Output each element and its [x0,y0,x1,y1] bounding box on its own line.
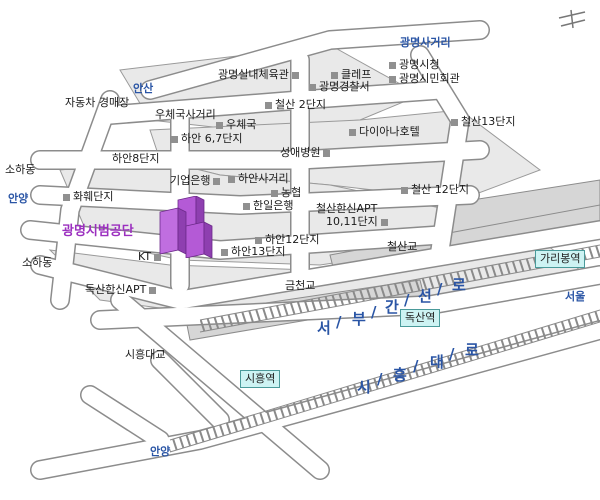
place-hwahoe: 화훼단지 [60,190,113,203]
siheung-road-char: 시 [357,378,371,396]
siheung-road-char: 대 [430,353,444,371]
seobu-road-char: / [437,280,443,298]
place-gwangmyeong-city-hall: 광명시청 [386,58,439,71]
place-post-office: 우체국 [213,118,256,131]
siheung-road-char: / [413,357,419,375]
place-hana-13: 하안13단지 [218,245,285,258]
siheung-road-char: / [377,370,383,388]
seobu-road-char: 서 [317,319,331,337]
station-siheung: 시흥역 [240,370,281,388]
direction-seoul: 서울 [565,290,586,303]
railways [169,244,600,453]
direction-ansan: 안산 [133,82,154,95]
direction-gwangmyeong-sageori: 광명사거리 [400,36,451,49]
place-clef: 클레프 [328,68,371,81]
station-garibong: 가리봉역 [535,250,586,268]
place-gwangmyeong-civic-hall: 광명시민회관 [386,72,460,85]
place-geumcheon-bridge: 금천교 [285,279,316,292]
place-police: 광명경찰서 [306,80,370,93]
direction-anyang-left: 안양 [8,192,29,205]
place-siheung-bridge: 시흥대교 [125,348,166,361]
place-cheolsan-bridge: 철산교 [387,240,418,253]
building-icon [158,195,218,262]
place-haan-crossing: 하안사거리 [225,172,289,185]
siheung-road-char: 로 [465,341,479,359]
place-kt: KT [138,250,164,263]
place-hanil-bank: 한일은행 [240,199,293,212]
place-soha-dong-top: 소하동 [5,163,36,176]
place-cheolsan-12: 철산 12단지 [398,183,469,196]
place-cheolsan-hansin-num: 10,11단지 [326,215,391,228]
target-label: 광명시범공단 [62,224,134,239]
place-hana-8: 하안8단지 [112,152,160,165]
place-car-market: 자동차 경매장 [65,96,130,109]
direction-anyang-bottom: 안양 [150,445,171,458]
place-nonghyup: 농협 [268,186,301,199]
siheung-road-char: 흥 [393,366,407,384]
place-hana-67: 하안 6,7단지 [168,132,242,145]
roads [20,20,600,480]
place-cheolsan-hansin: 철산한신APT [316,202,378,215]
siheung-road-char: / [449,345,455,363]
place-cheolsan-2: 철산 2단지 [262,98,326,111]
station-doksan: 독산역 [400,309,441,327]
place-hana-12: 하안12단지 [252,233,319,246]
place-cheolsan-13: 철산13단지 [448,115,515,128]
seobu-road-char: / [404,291,410,309]
seobu-road-char: 부 [352,310,366,328]
seobu-road-char: 선 [418,287,432,305]
north-arrow-icon [555,6,589,36]
place-doksan-hansin: 독산한신APT [85,283,159,296]
place-diana-hotel: 다이아나호텔 [346,125,420,138]
seobu-road-char: 간 [385,298,399,316]
seobu-road-char: 로 [452,276,466,294]
place-seongae-hospital: 성애병원 [280,146,333,159]
place-industrial-bank: 기업은행 [170,174,223,187]
seobu-road-char: / [336,313,342,331]
seobu-road-char: / [371,303,377,321]
place-soha-dong-mid: 소하동 [22,256,53,269]
place-post-office-crossing: 우체국사거리 [155,108,216,121]
place-gwangmyeong-indoor-gym: 광명실내체육관 [218,68,302,81]
